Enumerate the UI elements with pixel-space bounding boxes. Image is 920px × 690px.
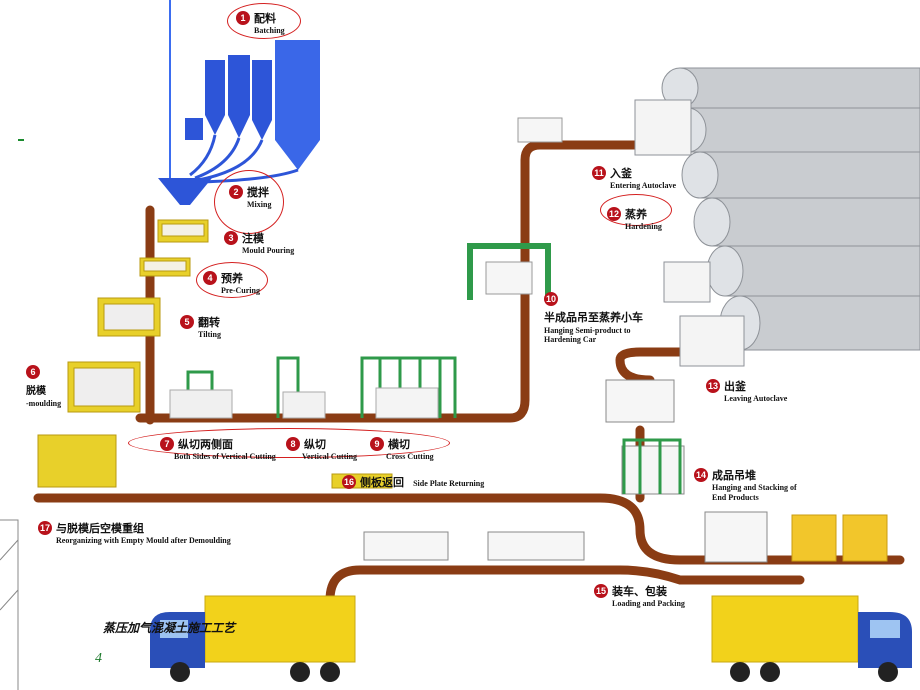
step-1-label: 1 配料 Batching xyxy=(236,8,285,36)
product-stacks xyxy=(363,379,888,563)
highlight-ring-hardening xyxy=(600,194,672,226)
highlight-ring-mixing xyxy=(214,170,284,234)
step-7-cn: 纵切两侧面 xyxy=(178,438,233,451)
truck-left xyxy=(150,595,356,682)
step-12-en: Hardening xyxy=(625,222,662,232)
step-7-label: 7 纵切两侧面 Both Sides of Vertical Cutting xyxy=(160,434,276,462)
step-10-cn: 半成品吊至蒸养小车 xyxy=(544,311,643,325)
side-frame xyxy=(0,519,19,690)
step-2-badge: 2 xyxy=(229,184,243,199)
step-13-cn: 出釜 xyxy=(724,380,746,393)
step-4-label: 4 预养 Pre-Curing xyxy=(203,268,260,296)
step-11-en: Entering Autoclave xyxy=(610,181,676,191)
step-15-cn: 装车、包装 xyxy=(612,585,667,598)
step-9-en: Cross Cutting xyxy=(386,452,434,462)
step-16-label: 16 侧板返回 Side Plate Returning xyxy=(342,472,484,490)
step-15-en: Loading and Packing xyxy=(612,599,685,609)
step-13-en: Leaving Autoclave xyxy=(724,394,788,404)
step-14-label: 14 成品吊堆 Hanging and Stacking of End Produ… xyxy=(694,465,797,502)
page-number: 4 xyxy=(95,651,102,666)
step-1-en: Batching xyxy=(254,26,285,36)
step-10-badge: 10 xyxy=(544,291,558,306)
step-5-en: Tilting xyxy=(198,330,221,340)
step-2-en: Mixing xyxy=(247,200,272,210)
step-12-badge: 12 xyxy=(607,206,621,221)
step-16-en: Side Plate Returning xyxy=(413,479,485,488)
step-3-en: Mould Pouring xyxy=(242,246,295,256)
step-3-badge: 3 xyxy=(224,230,238,245)
step-1-cn: 配料 xyxy=(254,12,276,25)
step-10-en2: Hardening Car xyxy=(544,334,597,344)
slide-title: 蒸压加气混凝土施工工艺 xyxy=(103,621,236,635)
step-5-cn: 翻转 xyxy=(198,316,220,329)
step-8-badge: 8 xyxy=(286,436,300,451)
highlight-ring-precuring xyxy=(196,262,268,298)
step-10-en: Hanging Semi-product to xyxy=(544,325,631,335)
step-5-label: 5 翻转 Tilting xyxy=(180,312,221,340)
step-13-label: 13 出釜 Leaving Autoclave xyxy=(706,376,787,404)
step-11-badge: 11 xyxy=(592,165,606,180)
slide-marker xyxy=(18,139,24,141)
step-16-badge: 16 xyxy=(342,474,356,489)
step-9-label: 9 横切 Cross Cutting xyxy=(370,434,434,462)
step-14-en2: End Products xyxy=(712,492,759,502)
step-11-cn: 入釜 xyxy=(610,167,632,180)
step-4-en: Pre-Curing xyxy=(221,286,260,296)
step-13-badge: 13 xyxy=(706,378,720,393)
step-6-badge: 6 xyxy=(26,364,40,379)
return-conveyor xyxy=(33,493,905,565)
step-17-badge: 17 xyxy=(38,520,52,535)
step-8-label: 8 纵切 Vertical Cutting xyxy=(286,434,357,462)
autoclaves xyxy=(634,67,920,367)
step-12-label: 12 蒸养 Hardening xyxy=(607,204,662,232)
step-11-label: 11 入釜 Entering Autoclave xyxy=(592,163,676,191)
step-17-label: 17 与脱模后空模重组 Reorganizing with Empty Mould… xyxy=(38,518,231,546)
step-14-en: Hanging and Stacking of xyxy=(712,483,797,493)
batching-silos xyxy=(158,0,320,205)
step-6-label: 6 脱模 -moulding xyxy=(26,362,61,408)
step-9-cn: 横切 xyxy=(388,438,410,451)
highlight-ring-cutting xyxy=(128,428,450,458)
step-15-badge: 15 xyxy=(594,583,608,598)
truck-right xyxy=(711,595,912,682)
step-17-en: Reorganizing with Empty Mould after Demo… xyxy=(56,536,231,546)
hardening-car-crane xyxy=(467,117,563,300)
stacking-crane xyxy=(622,438,682,494)
step-4-badge: 4 xyxy=(203,270,217,285)
step-14-badge: 14 xyxy=(694,467,708,482)
step-17-cn: 与脱模后空模重组 xyxy=(56,522,144,535)
step-2-cn: 搅拌 xyxy=(247,186,269,199)
step-9-badge: 9 xyxy=(370,436,384,451)
step-6-cn: 脱模 xyxy=(26,386,46,398)
loading-conveyor xyxy=(325,565,805,605)
step-1-badge: 1 xyxy=(236,10,250,25)
step-10-label: 10 半成品吊至蒸养小车 Hanging Semi-product to Har… xyxy=(544,289,643,344)
highlight-ring-batching xyxy=(227,3,301,39)
step-7-badge: 7 xyxy=(160,436,174,451)
step-12-cn: 蒸养 xyxy=(625,208,647,221)
step-7-en: Both Sides of Vertical Cutting xyxy=(174,452,276,462)
step-15-label: 15 装车、包装 Loading and Packing xyxy=(594,581,685,609)
step-2-label: 2 搅拌 Mixing xyxy=(229,182,271,210)
step-3-cn: 注模 xyxy=(242,232,264,245)
exit-conveyor xyxy=(615,347,705,385)
step-5-badge: 5 xyxy=(180,314,194,329)
step-3-label: 3 注模 Mould Pouring xyxy=(224,228,294,256)
cutting-frames xyxy=(169,356,457,419)
step-8-cn: 纵切 xyxy=(304,438,326,451)
step-6-en: -moulding xyxy=(26,398,62,408)
step-8-en: Vertical Cutting xyxy=(302,452,358,462)
moulds xyxy=(37,219,393,489)
step-16-cn: 侧板返回 xyxy=(360,476,404,489)
step-4-cn: 预养 xyxy=(221,272,243,285)
step-14-cn: 成品吊堆 xyxy=(712,469,756,482)
